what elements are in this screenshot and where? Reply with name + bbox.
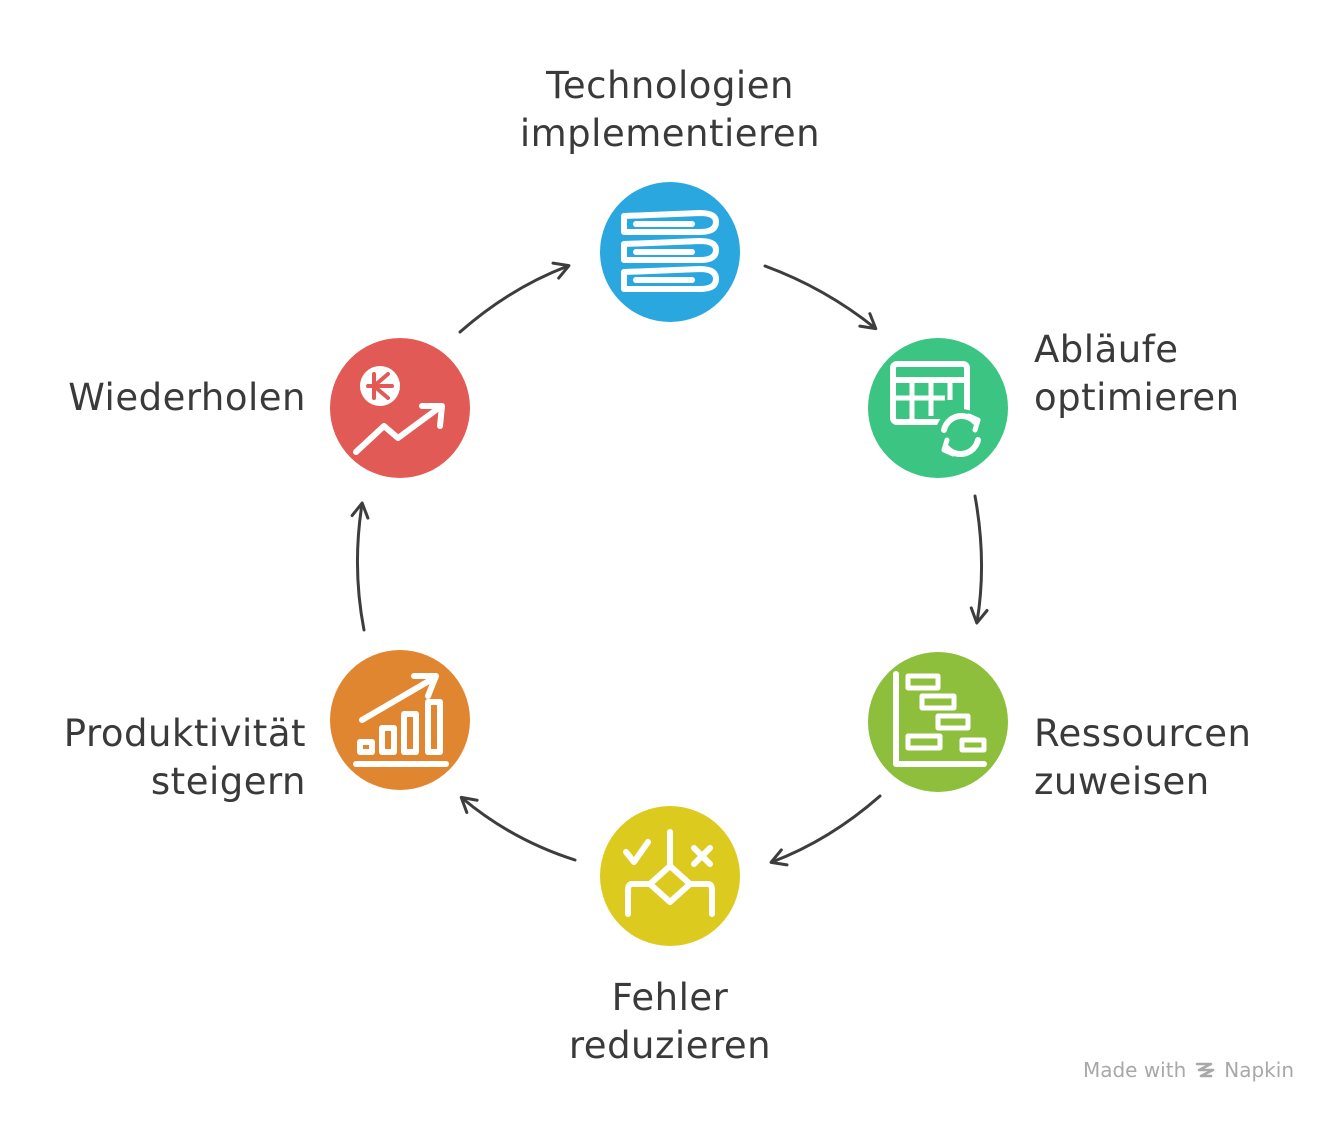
spreadsheet-refresh-icon bbox=[890, 361, 987, 461]
label-ablaeufe-line-2: optimieren bbox=[1034, 376, 1240, 419]
step-ablaeufe bbox=[868, 338, 1008, 478]
growth-bar-chart-icon bbox=[353, 673, 449, 767]
step-fehler-circle bbox=[600, 806, 740, 946]
decision-check-cross-icon bbox=[623, 829, 715, 917]
arrow-technologien-to-ablaeufe bbox=[763, 264, 878, 331]
step-produktivitaet-circle bbox=[330, 650, 470, 790]
cycle-growth-icon bbox=[353, 366, 445, 455]
label-ablaeufe: Abläufe optimieren bbox=[1034, 326, 1240, 422]
napkin-watermark[interactable]: Made with Napkin bbox=[1083, 1058, 1294, 1082]
cycle-arrows bbox=[350, 261, 989, 867]
label-ressourcen-line-1: Ressourcen bbox=[1034, 712, 1252, 755]
label-fehler-line-2: reduzieren bbox=[568, 1024, 772, 1067]
server-stack-icon bbox=[621, 210, 719, 292]
gantt-chart-icon bbox=[893, 671, 987, 767]
label-produktivitaet-line-2: steigern bbox=[150, 760, 306, 803]
step-technologien bbox=[600, 182, 740, 322]
step-ressourcen bbox=[868, 652, 1008, 792]
label-fehler-line-1: Fehler bbox=[611, 976, 729, 1019]
arrow-fehler-to-produktivitaet bbox=[459, 795, 577, 862]
step-fehler bbox=[600, 806, 740, 946]
step-wiederholen-circle bbox=[330, 338, 470, 478]
arrow-wiederholen-to-technologien bbox=[458, 261, 571, 334]
watermark-brand: Napkin bbox=[1224, 1058, 1294, 1082]
watermark-prefix: Made with bbox=[1082, 1058, 1187, 1082]
label-technologien: Technologien implementieren bbox=[470, 62, 870, 158]
label-technologien-line-2: implementieren bbox=[519, 112, 821, 155]
label-wiederholen-line-1: Wiederholen bbox=[68, 376, 306, 419]
arrow-produktivitaet-to-wiederholen bbox=[350, 501, 370, 632]
arrow-ressourcen-to-fehler bbox=[769, 794, 882, 867]
step-produktivitaet bbox=[330, 650, 470, 790]
step-ablaeufe-circle bbox=[868, 338, 1008, 478]
step-wiederholen bbox=[330, 338, 470, 478]
label-produktivitaet: Produktivität steigern bbox=[16, 710, 306, 806]
label-ressourcen: Ressourcen zuweisen bbox=[1034, 710, 1251, 806]
napkin-logo-icon bbox=[1195, 1062, 1215, 1078]
label-ressourcen-line-2: zuweisen bbox=[1034, 760, 1210, 803]
label-ablaeufe-line-1: Abläufe bbox=[1034, 328, 1179, 371]
label-wiederholen: Wiederholen bbox=[16, 374, 306, 422]
arrow-ablaeufe-to-ressourcen bbox=[969, 494, 989, 625]
label-fehler: Fehler reduzieren bbox=[470, 974, 870, 1070]
label-produktivitaet-line-1: Produktivität bbox=[63, 712, 306, 755]
label-technologien-line-1: Technologien bbox=[546, 64, 794, 107]
